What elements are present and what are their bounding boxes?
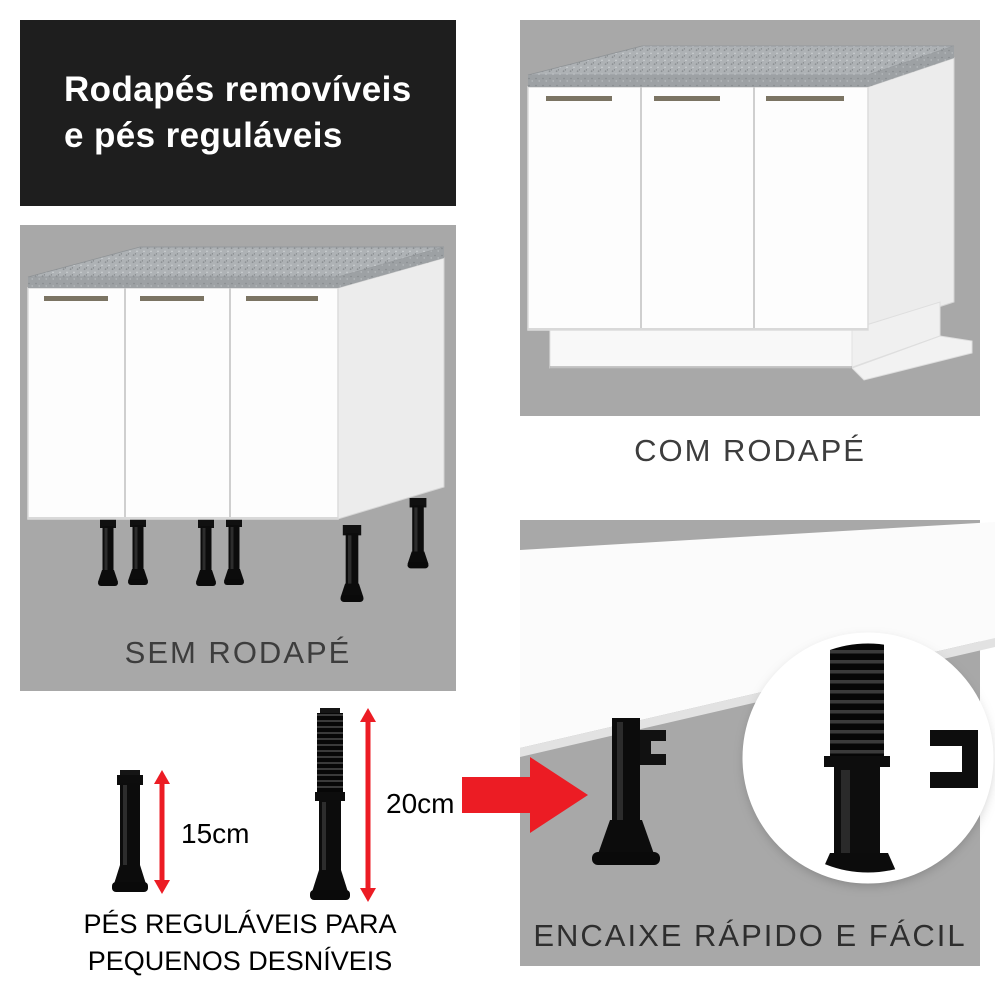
cabinet-side-panel xyxy=(867,57,955,331)
mounting-clip-icon xyxy=(930,730,978,788)
short-foot-height-label: 15cm xyxy=(181,818,250,849)
panel-com-rodape xyxy=(520,20,980,416)
panel-encaixe: ENCAIXE RÁPIDO E FÁCIL xyxy=(520,520,995,966)
countertop xyxy=(27,246,445,288)
encaixe-label: ENCAIXE RÁPIDO E FÁCIL xyxy=(533,918,967,953)
title-line-1: Rodapés removíveis xyxy=(64,70,412,109)
feet-caption-line-2: PEQUENOS DESNÍVEIS xyxy=(87,946,393,976)
cabinet-without-plinth-image xyxy=(27,246,445,603)
arrow-right-icon xyxy=(462,757,588,833)
cabinet-side-panel xyxy=(337,257,445,520)
short-adjustable-foot-image xyxy=(112,770,148,892)
magnifier-circle xyxy=(742,632,994,884)
title-line-2: e pés reguláveis xyxy=(64,116,343,155)
tall-foot-height-label: 20cm xyxy=(386,788,455,819)
sem-rodape-label: SEM RODAPÉ xyxy=(124,635,352,670)
feet-caption-line-1: PÉS REGULÁVEIS PARA xyxy=(83,909,397,939)
feet-caption: PÉS REGULÁVEIS PARA PEQUENOS DESNÍVEIS xyxy=(50,906,430,980)
panel-sem-rodape: SEM RODAPÉ xyxy=(20,225,456,691)
short-foot-measure-arrow xyxy=(154,770,170,894)
tall-foot-measure-arrow xyxy=(360,708,376,902)
title-box: Rodapés removíveis e pés reguláveis xyxy=(20,20,456,206)
attached-foot xyxy=(592,718,666,865)
door-handles xyxy=(44,296,318,301)
cabinet-front-doors xyxy=(27,287,339,520)
countertop xyxy=(527,45,955,87)
door-handles xyxy=(546,96,844,101)
foot-attachment-closeup-image xyxy=(520,522,995,884)
tall-adjustable-foot-image xyxy=(310,708,350,900)
magnified-foot-detail xyxy=(818,638,978,878)
plinth-base xyxy=(549,301,973,381)
cabinet-with-plinth-image xyxy=(527,45,973,381)
com-rodape-label: COM RODAPÉ xyxy=(634,433,866,468)
cabinet-front-doors xyxy=(527,86,869,331)
